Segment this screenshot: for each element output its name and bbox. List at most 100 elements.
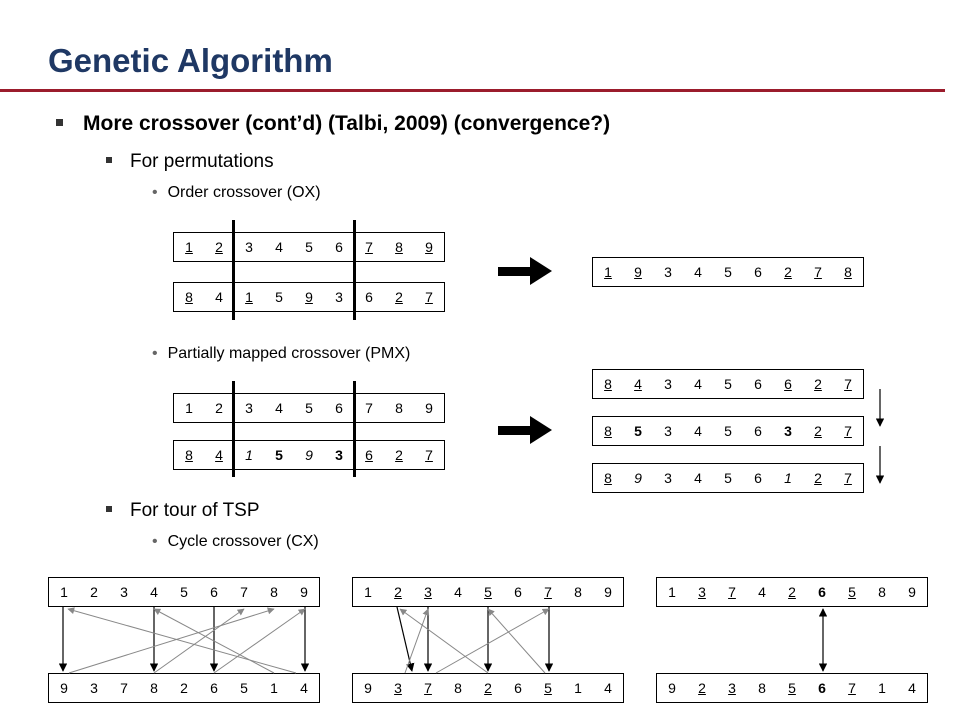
gene-cell: 5 <box>484 584 492 600</box>
gene-cell: 5 <box>724 423 732 439</box>
gene-cell: 1 <box>245 447 253 463</box>
gene-cell: 3 <box>664 423 672 439</box>
gene-cell: 3 <box>664 264 672 280</box>
gene-cell: 6 <box>335 239 343 255</box>
ox-cut-left <box>232 220 235 320</box>
gene-cell: 6 <box>754 423 762 439</box>
gene-cell: 5 <box>275 447 283 463</box>
bullet-for-tsp: For tour of TSP <box>106 500 260 522</box>
gene-cell: 1 <box>784 470 792 486</box>
gene-cell: 3 <box>335 447 343 463</box>
gene-cell: 8 <box>758 680 766 696</box>
gene-cell: 4 <box>454 584 462 600</box>
gene-cell: 1 <box>245 289 253 305</box>
gene-cell: 4 <box>694 264 702 280</box>
gene-cell: 9 <box>908 584 916 600</box>
pmx-big-arrow <box>498 416 552 444</box>
gene-cell: 1 <box>574 680 582 696</box>
ox-big-arrow <box>498 257 552 285</box>
gene-cell: 6 <box>514 680 522 696</box>
gene-cell: 5 <box>848 584 856 600</box>
gene-cell: 2 <box>698 680 706 696</box>
gene-cell: 6 <box>210 584 218 600</box>
gene-cell: 6 <box>514 584 522 600</box>
gene-cell: 8 <box>395 400 403 416</box>
gene-cell: 7 <box>728 584 736 600</box>
gene-cell: 9 <box>305 289 313 305</box>
gene-cell: 9 <box>300 584 308 600</box>
gene-cell: 7 <box>424 680 432 696</box>
gene-cell: 9 <box>364 680 372 696</box>
gene-cell: 8 <box>454 680 462 696</box>
gene-cell: 7 <box>240 584 248 600</box>
dot-bullet-icon: • <box>152 533 158 550</box>
gene-cell: 6 <box>365 447 373 463</box>
gene-cell: 6 <box>818 584 826 600</box>
gene-cell: 2 <box>180 680 188 696</box>
gene-cell: 3 <box>698 584 706 600</box>
gene-cell: 3 <box>245 239 253 255</box>
gene-cell: 8 <box>878 584 886 600</box>
gene-cell: 3 <box>90 680 98 696</box>
gene-cell: 8 <box>395 239 403 255</box>
bullet-more-crossover: More crossover (cont’d) (Talbi, 2009) (c… <box>56 112 610 136</box>
bullet-cx: •Cycle crossover (CX) <box>152 533 319 550</box>
square-bullet-icon <box>106 156 112 163</box>
gene-cell: 7 <box>844 423 852 439</box>
ox-cut-right <box>353 220 356 320</box>
gene-cell: 5 <box>305 400 313 416</box>
gene-cell: 7 <box>844 376 852 392</box>
gene-cell: 4 <box>275 239 283 255</box>
gene-cell: 9 <box>634 470 642 486</box>
gene-cell: 5 <box>724 376 732 392</box>
gene-cell: 9 <box>425 239 433 255</box>
gene-cell: 5 <box>544 680 552 696</box>
gene-cell: 5 <box>724 470 732 486</box>
gene-cell: 7 <box>365 400 373 416</box>
gene-cell: 6 <box>365 289 373 305</box>
pmx-cut-left <box>232 381 235 477</box>
cx-c-top: 1 3 7 4 2 6 5 8 9 <box>656 577 928 607</box>
gene-cell: 4 <box>758 584 766 600</box>
gene-cell: 1 <box>878 680 886 696</box>
gene-cell: 4 <box>215 289 223 305</box>
gene-cell: 2 <box>814 423 822 439</box>
pmx-cut-right <box>353 381 356 477</box>
gene-cell: 9 <box>668 680 676 696</box>
gene-cell: 8 <box>604 376 612 392</box>
bullet-pmx: •Partially mapped crossover (PMX) <box>152 345 411 362</box>
gene-cell: 7 <box>365 239 373 255</box>
gene-cell: 5 <box>240 680 248 696</box>
gene-cell: 8 <box>844 264 852 280</box>
gene-cell: 3 <box>664 376 672 392</box>
gene-cell: 5 <box>305 239 313 255</box>
gene-cell: 9 <box>60 680 68 696</box>
gene-cell: 5 <box>634 423 642 439</box>
gene-cell: 6 <box>754 264 762 280</box>
gene-cell: 2 <box>788 584 796 600</box>
gene-cell: 4 <box>275 400 283 416</box>
gene-cell: 4 <box>604 680 612 696</box>
gene-cell: 9 <box>425 400 433 416</box>
gene-cell: 8 <box>604 470 612 486</box>
gene-cell: 3 <box>335 289 343 305</box>
gene-cell: 8 <box>574 584 582 600</box>
gene-cell: 2 <box>90 584 98 600</box>
gene-cell: 4 <box>694 423 702 439</box>
gene-cell: 8 <box>150 680 158 696</box>
slide-title: Genetic Algorithm <box>48 42 333 79</box>
gene-cell: 1 <box>668 584 676 600</box>
gene-cell: 2 <box>784 264 792 280</box>
gene-cell: 9 <box>305 447 313 463</box>
square-bullet-icon <box>106 505 112 512</box>
gene-cell: 3 <box>728 680 736 696</box>
dot-bullet-icon: • <box>152 345 158 362</box>
